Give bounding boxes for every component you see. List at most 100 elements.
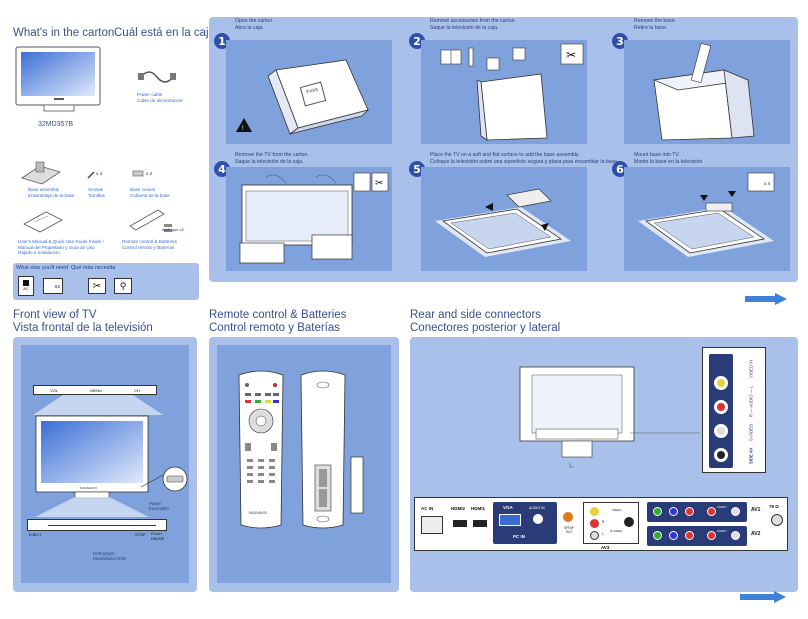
vol-button[interactable]: VOL bbox=[50, 387, 59, 393]
hdmi2-port[interactable] bbox=[453, 520, 467, 527]
need-title-en: What else you'll need bbox=[16, 265, 69, 271]
side-av-labels: SIDE AV S-VIDEO R — AUDIO — L VIDEO IN bbox=[748, 360, 754, 464]
step-6-text: Mount base into TV. Monte la base en la … bbox=[634, 152, 703, 165]
menu-button[interactable]: MENU bbox=[90, 387, 102, 393]
batteries-icon: X2 bbox=[43, 278, 63, 294]
dvd-label: DVD player Reproductor DVD bbox=[93, 551, 127, 561]
svg-text:✂: ✂ bbox=[375, 178, 383, 189]
screws-count: x 4 bbox=[96, 172, 103, 177]
av3-audio-r-jack[interactable] bbox=[590, 519, 599, 528]
av3-label: AV3 bbox=[601, 545, 610, 550]
side-av-panel: SIDE AV S-VIDEO R — AUDIO — L VIDEO IN bbox=[702, 347, 766, 473]
play-pause-button[interactable]: PLAY/PAUSE bbox=[151, 531, 165, 541]
step-2-image: ✂ bbox=[421, 40, 587, 144]
power-zoom bbox=[141, 466, 188, 492]
pc-in-label: PC IN bbox=[513, 534, 526, 539]
side-jacks bbox=[709, 354, 733, 468]
audio-in-label: AUDIO IN bbox=[529, 506, 545, 510]
svg-text:✂: ✂ bbox=[566, 48, 576, 62]
step-1-image: ! Front bbox=[226, 40, 392, 144]
remote-panel: MAGNAVOX bbox=[209, 337, 399, 592]
remote-brand: MAGNAVOX bbox=[249, 511, 268, 515]
scissors-icon: ✂ bbox=[88, 278, 106, 294]
manual-icon bbox=[23, 211, 63, 233]
step-6-image: x 4 bbox=[624, 167, 790, 271]
tv-model: 32MD357B bbox=[38, 121, 74, 128]
spdif-label: SPDIF OUT bbox=[564, 526, 574, 534]
power-label: Power Encendido bbox=[149, 501, 169, 511]
rear-title-en: Rear and side connectors bbox=[410, 309, 542, 321]
remote-control-icon bbox=[238, 370, 364, 529]
remote-label: Remote control & Batteries Control remot… bbox=[122, 239, 177, 250]
av3-audio-l-jack[interactable] bbox=[590, 531, 599, 540]
svg-text:!: ! bbox=[242, 126, 244, 132]
stop-button[interactable]: STOP bbox=[135, 532, 146, 537]
av3-group: R L VIDEO S-VIDEO bbox=[583, 502, 639, 544]
hdmi1-port[interactable] bbox=[473, 520, 487, 527]
antenna-port[interactable] bbox=[771, 514, 783, 526]
remote-icon bbox=[129, 209, 172, 232]
ac-in-label: AC IN bbox=[421, 506, 434, 511]
front-title-en: Front view of TV bbox=[13, 309, 97, 321]
av1-label: AV1 bbox=[751, 507, 761, 513]
step-6-count: x 4 bbox=[764, 181, 771, 186]
power-cable-icon bbox=[138, 71, 176, 83]
antenna-label: 75 Ω bbox=[769, 504, 779, 509]
step-3-image bbox=[624, 40, 790, 144]
carton-title-en: What's in the carton bbox=[13, 27, 115, 39]
rear-title-es: Conectores posterior y lateral bbox=[410, 322, 561, 334]
base-assembly-icon bbox=[21, 161, 61, 185]
tv-rear-icon bbox=[519, 366, 635, 458]
base-covers-count: x 2 bbox=[146, 172, 153, 177]
base-covers-label: Base covers Cubierta de la base bbox=[130, 187, 170, 198]
av2-label: AV2 bbox=[751, 531, 761, 537]
ac-in-port[interactable] bbox=[421, 516, 443, 534]
step-4-image: ✂ bbox=[226, 167, 392, 271]
need-panel: What else you'll need Qué más necesita A… bbox=[13, 263, 199, 300]
next-page-arrow-bottom-icon[interactable] bbox=[738, 588, 788, 606]
front-panel: VOL MENU CH MAGNAVOX Power Encendido EJE… bbox=[13, 337, 197, 592]
video-in-jack[interactable] bbox=[714, 376, 728, 390]
step-2-text: Remove accessories from the carton. Saqu… bbox=[430, 18, 516, 31]
remote-title-es: Control remoto y Baterías bbox=[209, 322, 341, 334]
tv-illustration bbox=[15, 46, 101, 112]
step-3-text: Remove the base. Retire la base. bbox=[634, 18, 677, 31]
eject-button[interactable]: EJECT bbox=[29, 532, 42, 537]
ch-button[interactable]: CH bbox=[134, 387, 140, 393]
av3-svideo-jack[interactable] bbox=[624, 517, 634, 527]
screw-icon bbox=[87, 171, 95, 179]
svideo-jack[interactable] bbox=[714, 448, 728, 462]
rear-panel: SIDE AV S-VIDEO R — AUDIO — L VIDEO IN A… bbox=[410, 337, 798, 592]
hdmi1-label: HDMI1 bbox=[471, 506, 486, 511]
tv-brand: MAGNAVOX bbox=[80, 486, 98, 490]
front-title-es: Vista frontal de la televisión bbox=[13, 322, 153, 334]
ac-outlet-icon: AC bbox=[18, 276, 34, 296]
spdif-out-port[interactable] bbox=[563, 512, 573, 522]
remote-image: MAGNAVOX bbox=[217, 345, 391, 583]
step-4-text: Remove the TV from the carton. Saque la … bbox=[235, 152, 309, 165]
screwdriver-icon: ⚲ bbox=[114, 278, 132, 294]
base-cover-icon bbox=[132, 170, 144, 177]
step-1-text: Open the carton. Abra la caja. bbox=[235, 18, 274, 31]
hdmi2-label: HDMI2 bbox=[451, 506, 466, 511]
front-tv-icon bbox=[35, 415, 149, 499]
front-image: VOL MENU CH MAGNAVOX Power Encendido EJE… bbox=[21, 345, 189, 583]
audio-l-jack[interactable] bbox=[714, 424, 728, 438]
next-page-arrow-icon[interactable] bbox=[743, 290, 789, 308]
vga-label: VGA bbox=[503, 505, 513, 510]
top-control-bar: VOL MENU CH bbox=[33, 385, 157, 395]
rear-connector-strip: AC IN HDMI2 HDMI1 VGA AUDIO IN PC IN SPD… bbox=[414, 497, 788, 551]
need-title-es: Qué más necesita bbox=[71, 265, 116, 271]
step-5-image bbox=[421, 167, 587, 271]
screws-label: Screws Tornillos bbox=[88, 187, 105, 198]
pc-audio-in-port[interactable] bbox=[533, 514, 543, 524]
av3-video-jack[interactable] bbox=[590, 507, 599, 516]
battery-label: AAA type x2 bbox=[162, 227, 184, 232]
dvd-slot bbox=[27, 519, 167, 531]
step-5-text: Place the TV on a soft and flat surface … bbox=[430, 152, 619, 165]
audio-r-jack[interactable] bbox=[714, 400, 728, 414]
av1-group: AUDIO bbox=[647, 502, 747, 522]
carton-title-es: Cuál está en la caja bbox=[114, 27, 216, 39]
vga-port[interactable] bbox=[499, 514, 521, 526]
av2-group: AUDIO bbox=[647, 526, 747, 546]
